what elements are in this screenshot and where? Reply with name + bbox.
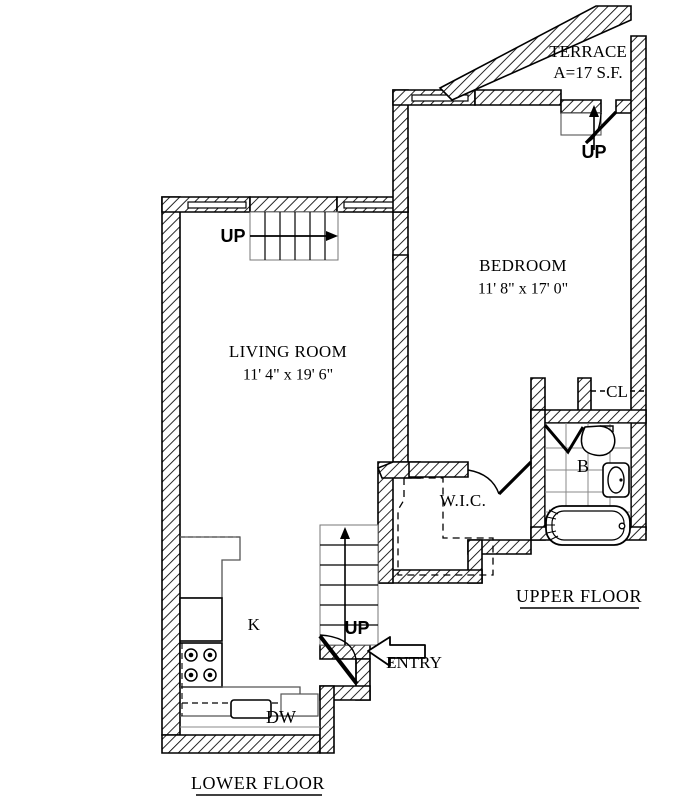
toilet-tank [600, 425, 614, 432]
stair-upper: UP [220, 211, 339, 261]
burner-4-center [207, 672, 213, 678]
stair-upper-arrowhead [326, 231, 338, 241]
wall-bath-west [530, 409, 546, 541]
burner-3-center [188, 672, 194, 678]
toilet [580, 425, 616, 457]
wall-wic-west [377, 461, 394, 584]
terrace-door-leaf [584, 110, 618, 145]
dishwasher-box [280, 693, 319, 717]
terrace-name: TERRACE [549, 42, 626, 61]
wall-living-bedroom [392, 254, 409, 463]
kitchen-fixtures [179, 536, 320, 728]
terrace-area: A=17 S.F. [553, 63, 622, 82]
dishwasher-label: DW [266, 707, 296, 727]
terrace-up-arrowhead [589, 105, 599, 117]
burner-1-center [188, 652, 194, 658]
window-bedroom-north [411, 94, 469, 102]
wic-door-leaf [497, 460, 533, 496]
window-living-top-left [187, 201, 247, 209]
entry-door-leaf [318, 634, 359, 686]
entry-door-swing-arc [319, 634, 357, 686]
kitchen-sink [230, 699, 272, 719]
stair-lower-to-upper [319, 524, 379, 646]
bedroom-dims: 11' 8" x 17' 0" [478, 281, 568, 298]
wic-door-group [467, 455, 533, 496]
wic-shelf-dashed-outline [397, 477, 494, 576]
living-room-dims: 11' 4" x 19' 6" [243, 367, 333, 384]
bathtub-inner [551, 510, 625, 541]
wall-right-exterior [630, 35, 647, 531]
stair-lower-up-arrowhead [340, 527, 350, 539]
terrace-access-group: UP [560, 105, 618, 162]
wic-name: W.I.C. [440, 491, 487, 510]
entry-label: ENTRY [386, 653, 442, 672]
bath-label: B [577, 456, 589, 476]
burner-2-center [207, 652, 213, 658]
kitchen-name: K [248, 615, 261, 634]
up-label-terrace: UP [581, 142, 606, 162]
terrace-labels: TERRACE A=17 S.F. [549, 42, 626, 82]
wall-bedroom-west [392, 89, 409, 213]
room-labels: LIVING ROOM 11' 4" x 19' 6" BEDROOM 11' … [229, 256, 568, 727]
floor-titles: UPPER FLOOR LOWER FLOOR [191, 586, 642, 796]
wall-bottom-exterior [161, 734, 321, 754]
wall-left-exterior [161, 196, 181, 736]
wic-shelving [397, 477, 494, 576]
entry-direction-arrow [367, 636, 426, 667]
wall-bath-north [530, 409, 647, 424]
sink-basin-inner [607, 466, 625, 494]
wall-bedroom-north-right [474, 89, 562, 106]
wall-lower-right [319, 685, 335, 754]
tub-rib-1 [548, 509, 559, 515]
tub-rib-5 [549, 535, 559, 541]
entry-group: UP ENTRY [318, 618, 442, 686]
wall-wic-north [408, 461, 469, 478]
upper-floor-label: UPPER FLOOR [516, 586, 642, 606]
living-room-name: LIVING ROOM [229, 342, 347, 361]
wall-terrace-diagonal [438, 5, 632, 101]
wall-top-stair [249, 196, 338, 213]
up-label-upper-stair: UP [220, 226, 245, 246]
bathtub-drain [618, 522, 626, 530]
bedroom-name: BEDROOM [479, 256, 567, 275]
wic-door-swing-arc [467, 469, 500, 495]
wall-assembly [161, 5, 647, 754]
bathroom-door-leaf [543, 424, 585, 455]
tub-rib-4 [546, 530, 557, 534]
up-label-entry: UP [344, 618, 369, 638]
sink-drain [619, 478, 623, 482]
lower-floor-label: LOWER FLOOR [191, 773, 325, 793]
stove-range [179, 642, 223, 688]
refrigerator [179, 597, 223, 642]
closet-label: CL [606, 382, 628, 401]
closet-group: CL [591, 382, 646, 401]
bathroom-group: B [543, 422, 632, 546]
terrace-landing [560, 112, 602, 136]
tub-rib-2 [546, 516, 557, 520]
